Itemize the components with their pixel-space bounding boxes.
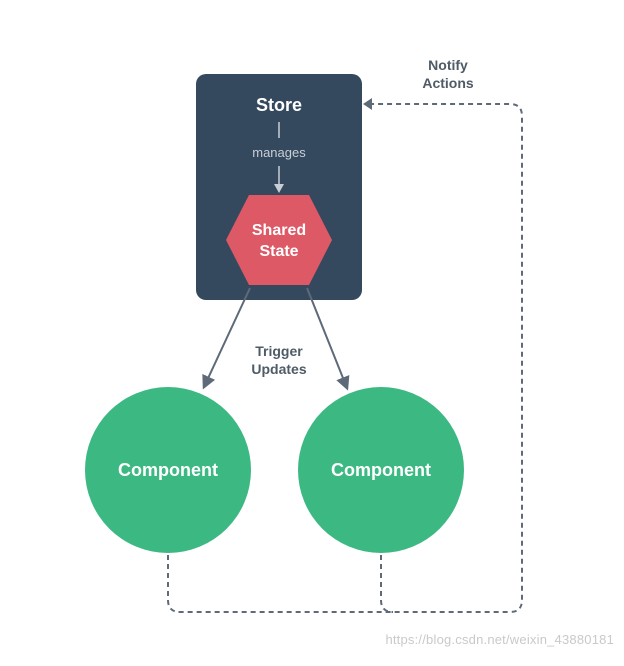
component-right-circle [298,387,464,553]
notify-arrowhead [363,98,372,110]
notify-label-line1: Notify [428,57,468,73]
shared-state-line2: State [259,243,298,260]
component-right-label: Component [331,460,431,480]
shared-state-line1: Shared [252,222,306,239]
trigger-arrow-right [306,287,350,391]
shared-state-hexagon [226,195,332,285]
notify-label-line2: Actions [422,75,474,91]
manages-arrowhead [274,184,284,193]
trigger-label-line1: Trigger [255,343,303,359]
trigger-label-line2: Updates [251,361,306,377]
component-left-label: Component [118,460,218,480]
trigger-arrow-left [202,287,251,390]
store-title: Store [256,95,302,115]
notify-path-right [380,555,394,613]
component-left-circle [85,387,251,553]
watermark-text: https://blog.csdn.net/weixin_43880181 [385,632,614,647]
manages-label: manages [252,145,306,160]
